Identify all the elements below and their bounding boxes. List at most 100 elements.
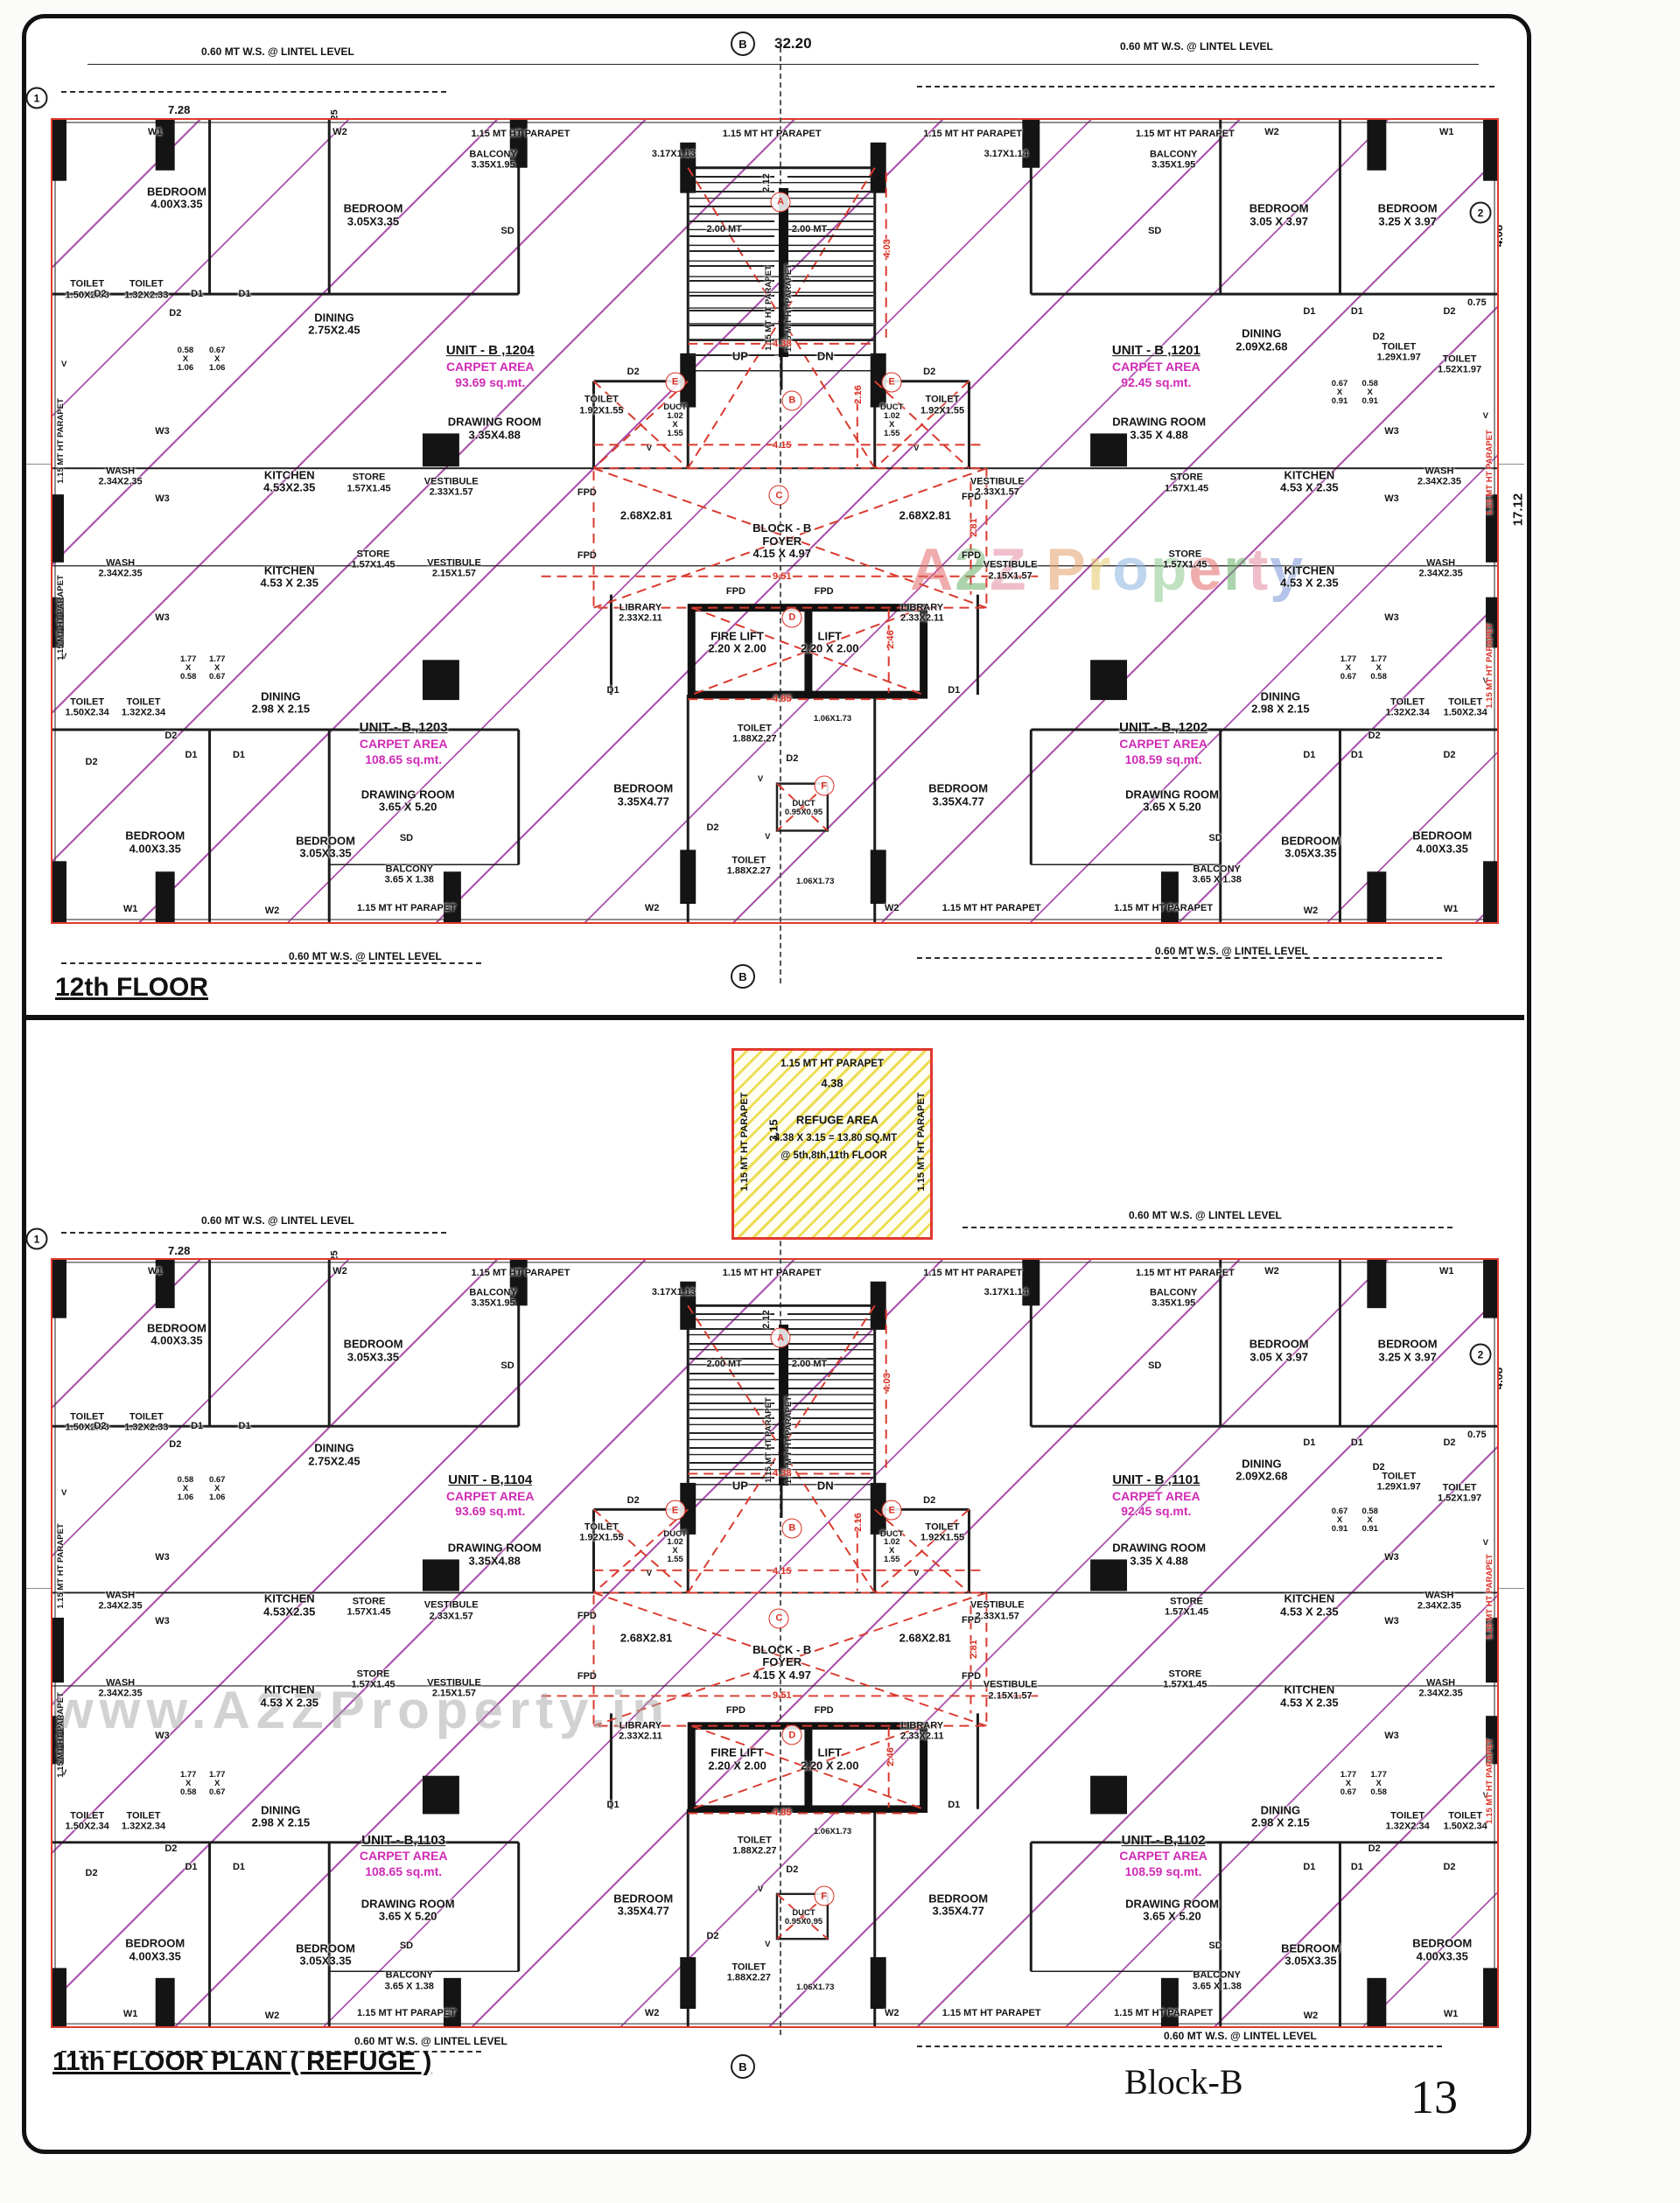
room-label: TOILET 1.32X2.34 [1385, 1810, 1430, 1833]
room-label: SD [399, 1940, 414, 1951]
overall-width-dim: 32.20 [774, 35, 812, 52]
room-label: FPD [577, 1611, 597, 1622]
room-label: 2.68X2.81 [899, 508, 951, 522]
room-label: 1.77 X 0.67 [208, 654, 226, 682]
grid-marker-e: E [881, 372, 902, 393]
floor-label-12: 12th FLOOR [55, 973, 209, 1002]
room-label: D2 [1443, 1437, 1456, 1449]
room-label: DINING 2.98 X 2.15 [1251, 689, 1310, 716]
floor-label-11: 11th FLOOR PLAN ( REFUGE ) [52, 2047, 432, 2076]
watermark-letter: y [1270, 536, 1306, 603]
room-label: WASH 2.34X2.35 [1418, 1677, 1463, 1699]
room-label: TOILET 1.92X1.55 [579, 395, 624, 416]
room-label: 2.46 [885, 1746, 896, 1766]
room-label: WASH 2.34X2.35 [98, 465, 143, 488]
room-label: V [765, 1940, 771, 1950]
room-label: VESTIBULE 2.15X1.57 [427, 1677, 481, 1699]
room-label: 1.06X1.73 [813, 714, 852, 724]
room-label: 1.77 X 0.67 [208, 1770, 226, 1798]
room-label: W1 [122, 904, 138, 915]
room-label: BEDROOM 4.00X3.35 [125, 829, 186, 856]
overall-height-dim: 17.12 [1510, 493, 1526, 527]
refuge-parapet-note: 1.15 MT HT PARAPET [739, 1092, 750, 1192]
room-label: TOILET 1.29X1.97 [1376, 341, 1421, 363]
room-label: STORE 1.57X1.45 [351, 1668, 396, 1691]
room-label: VESTIBULE 2.33X1.57 [424, 476, 479, 498]
room-label: 4.03 [882, 239, 893, 258]
room-label: SD [1148, 225, 1162, 236]
room-label: D2 [164, 1843, 178, 1854]
lintel-dash-bottomleft-11 [61, 2051, 481, 2053]
room-label: FPD [725, 1704, 746, 1716]
room-label: D1 [1303, 1437, 1316, 1449]
room-label: W2 [332, 1265, 347, 1276]
watermark-letter: Z [989, 536, 1028, 603]
room-label: W2 [1264, 1265, 1279, 1276]
room-label: W3 [155, 1551, 170, 1563]
room-label: D1 [185, 750, 198, 761]
room-label: STORE 1.57X1.45 [1164, 472, 1209, 494]
grid-marker-2: 2 [1469, 201, 1492, 224]
room-label: FPD [577, 549, 597, 561]
room-label: BEDROOM 3.35X4.77 [928, 1892, 989, 1918]
room-label: 0.58 X 0.91 [1362, 378, 1378, 406]
room-label: DUCT 0.95X0.95 [784, 798, 823, 817]
room-label: KITCHEN 4.53 X 2.35 [260, 563, 319, 590]
room-label: 1.06X1.73 [796, 1983, 835, 1993]
room-label: FPD [962, 1614, 982, 1626]
room-label: TOILET 1.88X2.27 [732, 723, 777, 745]
room-label: 1.77 X 0.67 [1340, 1770, 1357, 1798]
room-label: DN [816, 350, 834, 364]
room-label: FPD [577, 487, 597, 499]
room-label: STORE 1.57X1.45 [346, 472, 391, 494]
dim-7-28: 7.28 [168, 1244, 191, 1257]
room-label: SD [1148, 1360, 1162, 1371]
room-label: 1.15 MT HT PARAPET [471, 128, 570, 139]
room-label: D1 [1303, 306, 1316, 317]
room-label: D1 [185, 1861, 198, 1872]
room-label: D2 [169, 307, 182, 318]
room-label: W1 [147, 1265, 163, 1276]
plan-decor-12 [52, 120, 1497, 922]
room-label: 2.16 [853, 1512, 864, 1532]
room-label: TOILET 1.32X2.34 [1385, 696, 1430, 719]
room-label: KITCHEN 4.53 X 2.35 [1280, 1591, 1339, 1619]
room-label: BEDROOM 3.25 X 3.97 [1377, 201, 1438, 228]
room-label: STORE 1.57X1.45 [1163, 549, 1208, 570]
room-label: TOILET 1.52X1.97 [1437, 353, 1482, 375]
room-label: TOILET 1.92X1.55 [920, 1521, 965, 1543]
room-label: BALCONY 3.65 X 1.38 [384, 864, 434, 885]
room-label: D2 [1368, 731, 1381, 742]
room-label: UP [732, 1479, 748, 1493]
room-label: DRAWING ROOM 3.35X4.88 [447, 1541, 542, 1568]
refuge-parapet-note: 1.15 MT HT PARAPET [780, 1059, 884, 1069]
room-label: W1 [1443, 2008, 1459, 2019]
dim-7-28: 7.28 [168, 103, 191, 116]
room-label: 4.15 [773, 1565, 792, 1577]
room-label: 1.15 MT HT PARAPET [471, 1267, 570, 1278]
grid-marker-e: E [665, 1500, 686, 1521]
room-label: BALCONY 3.65 X 1.38 [1192, 864, 1242, 885]
room-label: 0.75 [1467, 297, 1487, 308]
room-label: LIBRARY 2.33X2.11 [900, 1720, 944, 1742]
room-label: BEDROOM 3.05X3.35 [1281, 834, 1340, 860]
room-label: V [61, 1767, 67, 1778]
room-label: D1 [191, 288, 204, 299]
lintel-dash-right-12 [917, 86, 1494, 87]
room-label: D2 [169, 1438, 182, 1450]
room-label: KITCHEN 4.53X2.35 [263, 468, 316, 494]
room-label: WASH 2.34X2.35 [98, 557, 143, 579]
lintel-dash-bottomright-11 [917, 2046, 1442, 2047]
grid-marker-e: E [665, 372, 686, 393]
room-label: TOILET 1.32X2.33 [124, 1411, 169, 1433]
room-label: 4.03 [882, 1373, 893, 1392]
room-label: D1 [606, 1799, 620, 1810]
room-label: DRAWING ROOM 3.35X4.88 [447, 415, 542, 442]
room-label: W3 [155, 493, 170, 504]
room-label: FPD [725, 586, 746, 598]
room-label: 2.00 MT [791, 223, 828, 234]
room-label: STORE 1.57X1.45 [1163, 1668, 1208, 1691]
